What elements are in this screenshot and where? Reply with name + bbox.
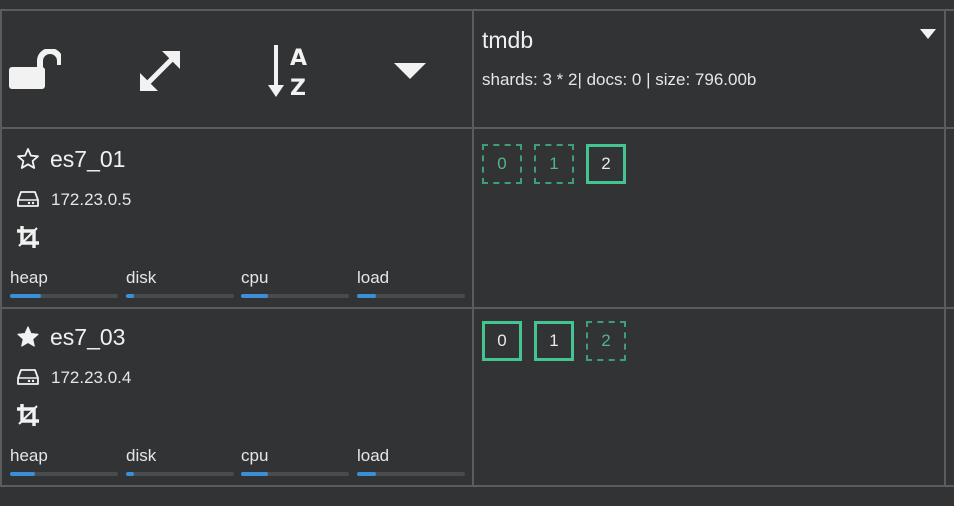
heap-bar-fill (10, 472, 35, 476)
metric-label-load: load (357, 446, 390, 465)
crop-icon[interactable] (16, 225, 40, 254)
disk-bar (126, 294, 234, 298)
grid-line (0, 485, 954, 487)
node-ip: 172.23.0.4 (51, 368, 132, 387)
shard-replica[interactable]: 2 (586, 321, 626, 361)
crop-icon[interactable] (16, 403, 40, 432)
disk-bar (126, 472, 234, 476)
metric-label-heap: heap (10, 268, 48, 287)
grid-line (0, 127, 954, 129)
star-filled-icon (17, 326, 39, 347)
load-bar-fill (357, 294, 377, 298)
shard-replica[interactable]: 1 (534, 144, 574, 184)
cpu-bar (241, 294, 349, 298)
node-row: es7_01 172.23.0.5 heap disk cpu load (2, 129, 472, 307)
sort-alpha-icon: A Z (268, 45, 307, 99)
shard-replica[interactable]: 0 (482, 144, 522, 184)
shard-primary[interactable]: 0 (482, 321, 522, 361)
expand-icon (140, 51, 180, 91)
index-name[interactable]: tmdb (482, 27, 534, 53)
load-bar (357, 294, 465, 298)
master-star-button[interactable] (16, 147, 40, 176)
heap-bar (10, 472, 118, 476)
node-filter-dropdown[interactable] (392, 58, 428, 82)
caret-down-icon (920, 29, 936, 39)
node-ip: 172.23.0.5 (51, 190, 132, 209)
metric-label-load: load (357, 268, 390, 287)
metric-label-disk: disk (126, 446, 157, 465)
disk-bar-fill (126, 472, 134, 476)
master-star-button[interactable] (16, 325, 40, 354)
expand-button[interactable] (134, 46, 186, 96)
grid-line (0, 307, 954, 309)
heap-bar-fill (10, 294, 42, 298)
grid-line (0, 9, 954, 11)
node-row: es7_03 172.23.0.4 heap disk cpu load (2, 309, 472, 485)
svg-text:A: A (290, 46, 307, 71)
disk-bar-fill (126, 294, 134, 298)
svg-text:Z: Z (290, 76, 306, 99)
grid-line (0, 9, 2, 487)
lock-open-icon (9, 49, 61, 89)
heap-bar (10, 294, 118, 298)
load-bar-fill (357, 472, 377, 476)
cpu-bar (241, 472, 349, 476)
metric-label-cpu: cpu (241, 446, 269, 465)
unlock-button[interactable] (8, 48, 62, 92)
node-name: es7_01 (50, 146, 126, 172)
toolbar: A Z (2, 12, 472, 128)
load-bar (357, 472, 465, 476)
cpu-bar-fill (241, 472, 268, 476)
cpu-bar-fill (241, 294, 268, 298)
star-outline-icon (17, 148, 39, 169)
metric-label-disk: disk (126, 268, 157, 287)
metric-label-heap: heap (10, 446, 48, 465)
grid-line (472, 9, 474, 487)
index-stats: shards: 3 * 2| docs: 0 | size: 796.00b (482, 70, 757, 89)
shard-primary[interactable]: 2 (586, 144, 626, 184)
caret-down-icon (394, 63, 426, 79)
metric-label-cpu: cpu (241, 268, 269, 287)
hdd-icon (16, 190, 40, 213)
hdd-icon (16, 368, 40, 391)
node-name: es7_03 (50, 324, 126, 350)
index-menu-button[interactable] (920, 26, 936, 44)
sort-button[interactable]: A Z (266, 40, 318, 100)
grid-line (944, 9, 946, 487)
shard-primary[interactable]: 1 (534, 321, 574, 361)
